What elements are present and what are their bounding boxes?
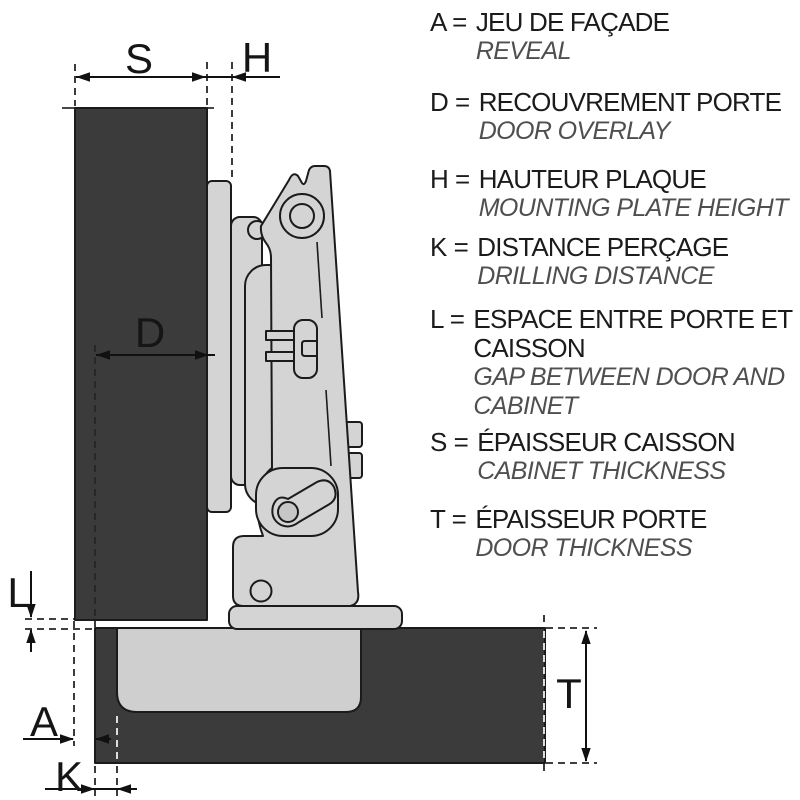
legend-term-en: GAP BETWEEN DOOR AND [473, 363, 785, 391]
dimension-a: A [23, 698, 111, 745]
construction-lines-bottom [25, 345, 597, 796]
legend-term-en: CABINET THICKNESS [477, 457, 726, 485]
legend-term-en: MOUNTING PLATE HEIGHT [478, 194, 789, 222]
arm-fold-line-upper [316, 241, 323, 319]
cam-screw [289, 203, 315, 229]
legend-term-fr: JEU DE FAÇADE [475, 7, 670, 37]
adjustment-screw-head [293, 319, 318, 379]
legend-letter: L = [430, 304, 465, 334]
screw-head-notch [301, 340, 317, 357]
dimension-l: L [7, 569, 36, 652]
legend-letter: A = [430, 7, 467, 37]
hinge-assembly [206, 165, 403, 630]
legend-term-en: DOOR OVERLAY [478, 117, 671, 145]
legend-entry-d: D = RECOUVREMENT PORTE DOOR OVERLAY [430, 87, 782, 146]
legend-entry-k: K = DISTANCE PERÇAGE DRILLING DISTANCE [430, 232, 729, 291]
legend-term-fr: HAUTEUR PLAQUE [478, 164, 707, 194]
legend: A = JEU DE FAÇADE REVEAL D = RECOUVREMEN… [430, 0, 800, 600]
legend-entry-s: S = ÉPAISSEUR CAISSON CABINET THICKNESS [430, 427, 736, 486]
screw-shaft-lower [265, 351, 295, 362]
legend-letter: H = [430, 164, 470, 194]
dimension-k: K [45, 753, 137, 800]
dimension-l-label: L [7, 569, 30, 616]
legend-entry-a: A = JEU DE FAÇADE REVEAL [430, 7, 670, 66]
legend-entry-l: L = ESPACE ENTRE PORTE ET CAISSON GAP BE… [430, 304, 793, 421]
dimension-d-label: D [135, 309, 165, 356]
legend-entry-t: T = ÉPAISSEUR PORTE DOOR THICKNESS [430, 505, 707, 563]
construction-lines-top [62, 62, 233, 179]
dimension-s-label: S [125, 35, 153, 82]
legend-term-fr: RECOUVREMENT PORTE [478, 87, 782, 117]
legend-term-fr: ÉPAISSEUR PORTE [475, 504, 707, 534]
dimension-t-label: T [556, 670, 582, 717]
arm-fold-line-lower [325, 389, 332, 467]
hinge-cup [116, 627, 362, 713]
legend-letter: S = [430, 427, 469, 457]
dimension-a-label: A [30, 698, 58, 745]
legend-term-en: DOOR THICKNESS [475, 534, 692, 562]
dimension-k-label: K [55, 753, 83, 800]
legend-entry-h: H = HAUTEUR PLAQUE MOUNTING PLATE HEIGHT [430, 165, 788, 223]
legend-term-en: REVEAL [475, 37, 572, 65]
cabinet-side-panel [74, 107, 208, 621]
legend-term-en: DRILLING DISTANCE [477, 262, 714, 290]
legend-letter: K = [430, 232, 469, 262]
legend-term-fr: ÉPAISSEUR CAISSON [477, 427, 735, 457]
foot-screw-hole [249, 579, 273, 603]
dimension-d: D [96, 309, 215, 360]
pivot-pin [277, 501, 299, 523]
cup-flange [228, 605, 403, 630]
dimension-s-h: S H [76, 34, 280, 82]
legend-letter: T = [430, 504, 467, 534]
legend-letter: D = [430, 87, 470, 117]
legend-term-fr: DISTANCE PERÇAGE [477, 232, 729, 262]
dimension-t: T [556, 630, 591, 762]
legend-term-fr: ESPACE ENTRE PORTE ET [473, 304, 793, 334]
mounting-plate-back [206, 180, 232, 513]
screw-shaft-upper [265, 330, 295, 341]
dimension-h-label: H [242, 34, 272, 81]
